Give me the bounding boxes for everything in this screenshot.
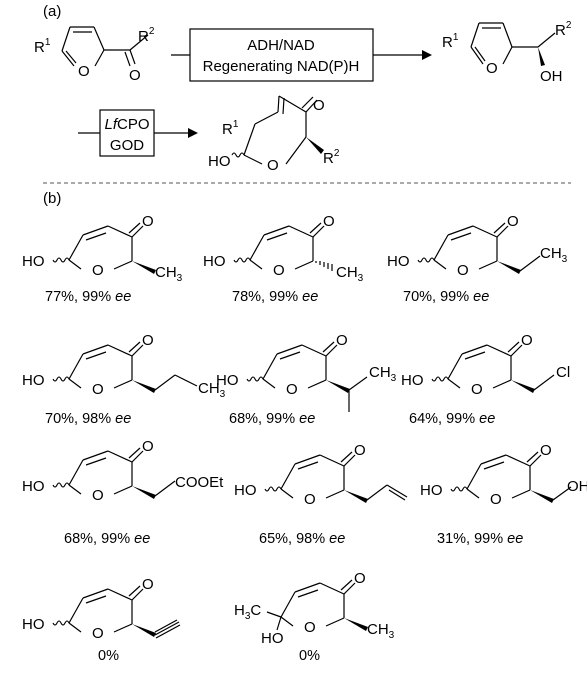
methyl-label: H3C bbox=[234, 602, 261, 622]
svg-text:O: O bbox=[142, 438, 154, 455]
svg-text:O: O bbox=[336, 332, 348, 349]
svg-text:O: O bbox=[142, 213, 154, 230]
methyl-label: CH3 bbox=[155, 264, 183, 284]
compound-methyl: HO O O CH3 bbox=[22, 213, 183, 284]
svg-text:O: O bbox=[490, 491, 502, 508]
furan-oxygen: O bbox=[486, 60, 498, 77]
compound-ethynyl: HO O O bbox=[22, 576, 181, 642]
reagent-lfcpo: LfCPO bbox=[104, 116, 149, 133]
ring-oxygen: O bbox=[267, 157, 279, 174]
r1-label: R1 bbox=[34, 37, 51, 56]
ester-label: COOEt bbox=[175, 474, 224, 491]
reagent-god: GOD bbox=[110, 137, 144, 154]
svg-text:HO: HO bbox=[22, 616, 45, 633]
yield-ee-5: 68%, 99% ee bbox=[229, 411, 315, 427]
furan-oxygen: O bbox=[78, 63, 90, 80]
svg-text:HO: HO bbox=[234, 482, 257, 499]
svg-text:O: O bbox=[521, 332, 533, 349]
panel-a-label: (a) bbox=[43, 3, 61, 20]
r2-label: R2 bbox=[323, 148, 340, 167]
yield-ee-2: 78%, 99% ee bbox=[232, 289, 318, 305]
compound-chloromethyl: HO O O Cl bbox=[401, 332, 570, 398]
r1-label: R1 bbox=[442, 32, 459, 51]
svg-text:O: O bbox=[304, 491, 316, 508]
compound-isopropyl: HO O O CH3 bbox=[216, 332, 397, 412]
svg-text:HO: HO bbox=[401, 372, 424, 389]
r2-label: R2 bbox=[138, 26, 155, 45]
reaction-arrow-2: LfCPO GOD bbox=[78, 109, 198, 157]
svg-text:O: O bbox=[92, 487, 104, 504]
svg-text:HO: HO bbox=[22, 253, 45, 270]
svg-text:HO: HO bbox=[420, 482, 443, 499]
yield-ee-7: 68%, 99% ee bbox=[64, 531, 150, 547]
svg-text:HO: HO bbox=[216, 372, 239, 389]
pyranone-product: O O HO R1 R2 bbox=[208, 95, 340, 174]
yield-10: 0% bbox=[98, 648, 119, 664]
furyl-ketone-substrate: O O R1 R2 bbox=[34, 26, 155, 84]
svg-text:O: O bbox=[471, 381, 483, 398]
compound-propyl: HO O O CH3 bbox=[22, 332, 226, 400]
furyl-alcohol-product: O R1 R2 OH bbox=[442, 20, 572, 85]
svg-text:O: O bbox=[323, 213, 335, 230]
ketone-oxygen: O bbox=[313, 97, 325, 114]
methyl-label: CH3 bbox=[198, 380, 226, 400]
svg-text:O: O bbox=[354, 570, 366, 587]
svg-text:O: O bbox=[92, 625, 104, 642]
chlorine-label: Cl bbox=[556, 364, 570, 381]
hemiacetal-ho: HO bbox=[208, 153, 231, 170]
methyl-label: CH3 bbox=[336, 264, 364, 284]
yield-ee-1: 77%, 99% ee bbox=[45, 289, 131, 305]
reaction-arrow-1: ADH/NAD Regenerating NAD(P)H bbox=[171, 28, 432, 82]
svg-text:O: O bbox=[354, 442, 366, 459]
svg-text:O: O bbox=[540, 442, 552, 459]
methyl-label: CH3 bbox=[369, 364, 397, 384]
svg-text:HO: HO bbox=[387, 253, 410, 270]
reagent-adh-nad: ADH/NAD bbox=[247, 37, 315, 54]
compound-ester: HO O O COOEt bbox=[22, 438, 224, 504]
svg-text:O: O bbox=[92, 262, 104, 279]
compound-methyl-enantiomer: HO O O CH3 bbox=[203, 213, 364, 284]
compound-ethyl: HO O O CH3 bbox=[387, 213, 568, 279]
compound-allyl: HO O O bbox=[234, 442, 408, 508]
yield-ee-4: 70%, 98% ee bbox=[45, 411, 131, 427]
svg-text:HO: HO bbox=[22, 478, 45, 495]
svg-text:O: O bbox=[142, 576, 154, 593]
methyl-label: CH3 bbox=[367, 621, 395, 641]
svg-text:HO: HO bbox=[22, 372, 45, 389]
yield-ee-3: 70%, 99% ee bbox=[403, 289, 489, 305]
yield-ee-9: 31%, 99% ee bbox=[437, 531, 523, 547]
panel-b-label: (b) bbox=[43, 190, 61, 207]
yield-11: 0% bbox=[299, 648, 320, 664]
reagent-regenerating-nadph: Regenerating NAD(P)H bbox=[203, 58, 360, 75]
svg-text:O: O bbox=[273, 262, 285, 279]
yield-ee-8: 65%, 98% ee bbox=[259, 531, 345, 547]
svg-text:HO: HO bbox=[203, 253, 226, 270]
r2-label: R2 bbox=[555, 20, 572, 39]
r1-label: R1 bbox=[222, 119, 239, 138]
svg-text:O: O bbox=[142, 332, 154, 349]
compound-hydroxymethyl: HO O O OH bbox=[420, 442, 587, 508]
svg-text:O: O bbox=[304, 619, 316, 636]
compound-dimethyl: H3C HO O O CH3 bbox=[234, 570, 395, 647]
ketone-oxygen: O bbox=[129, 67, 141, 84]
svg-text:O: O bbox=[507, 213, 519, 230]
svg-text:HO: HO bbox=[261, 630, 284, 647]
svg-text:O: O bbox=[457, 262, 469, 279]
svg-text:O: O bbox=[286, 381, 298, 398]
hydroxyl-label: OH bbox=[567, 478, 587, 495]
yield-ee-6: 64%, 99% ee bbox=[409, 411, 495, 427]
methyl-label: CH3 bbox=[540, 245, 568, 265]
hydroxyl-label: OH bbox=[540, 68, 563, 85]
svg-text:O: O bbox=[92, 381, 104, 398]
